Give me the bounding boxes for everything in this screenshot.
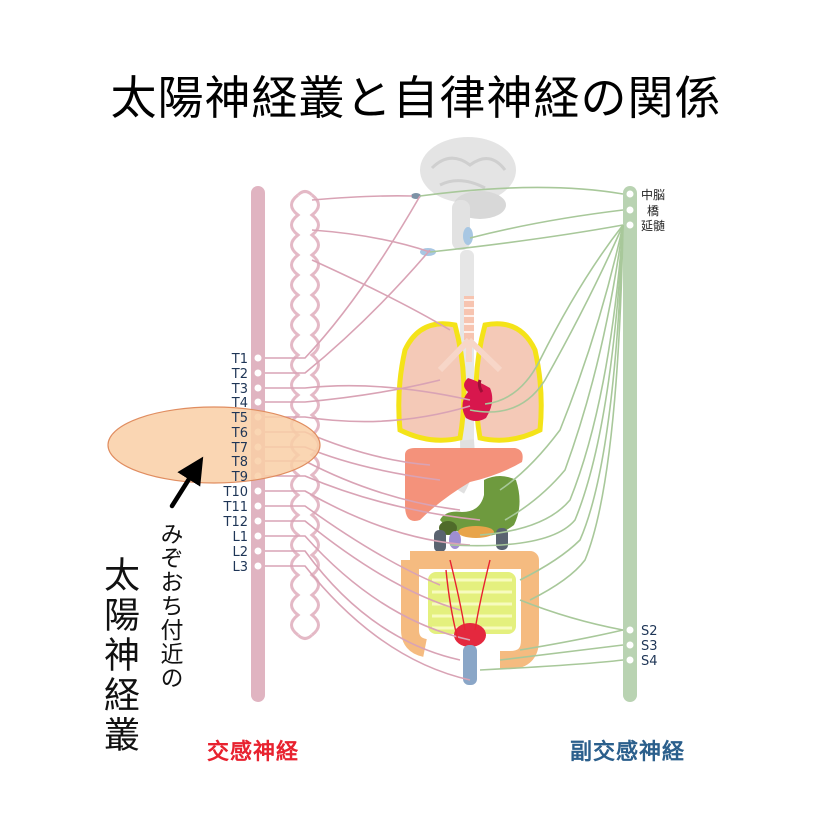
level-label: S4 <box>641 654 658 669</box>
caption-near-solar-plexus: みぞおち付近の <box>156 522 182 690</box>
level-label: S3 <box>641 639 658 654</box>
level-label: T9 <box>231 470 248 485</box>
plexus-lines <box>445 559 491 641</box>
parasympathetic-ports <box>625 189 635 665</box>
level-label: L2 <box>232 545 248 560</box>
level-label: T2 <box>231 367 248 382</box>
spleen <box>449 531 461 549</box>
spinal-level-labels: T1 T2 T3 T4 T5 T6 T7 T8 T9 T10 T11 T12 L… <box>223 352 248 575</box>
level-label: T10 <box>223 485 248 500</box>
level-label: T6 <box>231 426 248 441</box>
parasympathetic-label: 副交感神経 <box>570 740 686 765</box>
level-label: T5 <box>231 411 248 426</box>
solar-plexus-highlight <box>107 406 321 484</box>
caption-solar-plexus: 太陽神経叢 <box>98 556 139 756</box>
page-title: 太陽神経叢と自律神経の関係 <box>110 71 722 125</box>
pancreas <box>458 526 494 538</box>
bladder <box>454 623 486 647</box>
sacral-level-labels: S2 S3 S4 <box>641 624 658 669</box>
rectum <box>463 645 477 685</box>
parasympathetic-trunk <box>623 186 637 702</box>
sympathetic-chain <box>290 193 301 637</box>
brain-level-labels: 中脳 橋 延髄 <box>641 187 665 233</box>
heart-icon <box>462 378 493 421</box>
level-label: T8 <box>231 455 248 470</box>
trachea <box>464 296 474 340</box>
level-label: 橋 <box>647 204 659 218</box>
brain-icon <box>411 137 516 256</box>
level-label: 延髄 <box>641 218 665 233</box>
level-label: L1 <box>232 530 248 545</box>
small-intestine <box>428 572 516 634</box>
parasympathetic-nerves <box>419 186 624 671</box>
sympathetic-nerves <box>265 195 481 681</box>
level-label: T3 <box>231 382 248 397</box>
sympathetic-label: 交感神経 <box>207 740 300 765</box>
arrow-up-right-icon <box>169 456 204 509</box>
level-label: T11 <box>223 500 248 515</box>
level-label: T1 <box>231 352 248 367</box>
level-label: 中脳 <box>641 187 665 202</box>
liver <box>405 448 523 521</box>
level-label: T12 <box>223 515 248 530</box>
level-label: L3 <box>232 560 248 575</box>
level-label: T7 <box>231 441 248 456</box>
stomach <box>440 476 520 537</box>
level-label: T4 <box>231 396 248 411</box>
level-label: S2 <box>641 624 658 639</box>
